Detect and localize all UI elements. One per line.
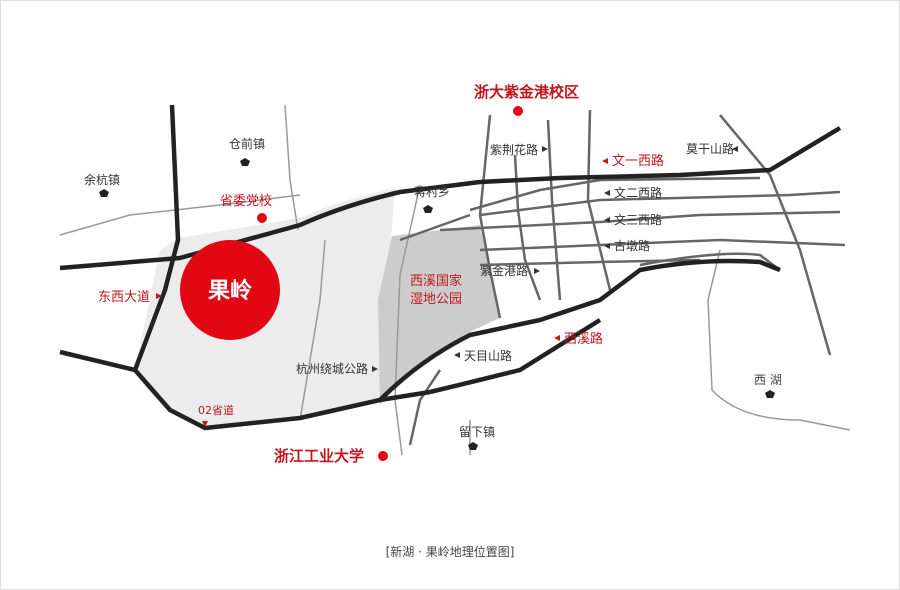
- xixi-wetland-area: [378, 225, 500, 405]
- wensan-arrow: [604, 217, 610, 223]
- cangqian-label: 仓前镇: [229, 136, 265, 151]
- grid-roads: [399, 109, 846, 446]
- cangqian-marker: [240, 158, 250, 166]
- prov02-arrow: [202, 421, 208, 427]
- tianmushan-road-label: 天目山路: [464, 348, 512, 363]
- wenyi-road-label: 文一西路: [612, 153, 664, 169]
- xixi-label-line2: 湿地公园: [410, 292, 462, 307]
- dongxi-road-label: 东西大道: [98, 290, 150, 305]
- wensan-road-label: 文三西路: [614, 212, 662, 227]
- zijinghua-road-label: 紫荆花路: [490, 142, 538, 157]
- guoling-logo-circle[interactable]: [180, 240, 280, 340]
- gudun-road-label: 古墩路: [614, 238, 650, 253]
- yuhang-label: 余杭镇: [84, 172, 120, 187]
- zijingang-label: 浙大紫金港校区: [474, 83, 579, 101]
- jiangcun-marker: [423, 205, 433, 213]
- zjut-marker[interactable]: [378, 451, 388, 461]
- ring-road-label: 杭州绕城公路: [296, 361, 368, 376]
- zijingang-rd-arrow: [534, 268, 540, 274]
- tianmushan-arrow: [454, 352, 460, 358]
- liuxia-label: 留下镇: [459, 425, 495, 439]
- ring-arrow: [372, 366, 378, 372]
- gudun-arrow: [604, 243, 610, 249]
- zijingang-marker[interactable]: [513, 106, 523, 116]
- guoling-logo-text: 果岭: [208, 278, 252, 304]
- xixi-label-line1: 西溪国家: [410, 273, 462, 289]
- road-arrow-markers: [372, 146, 738, 372]
- party-school-marker[interactable]: [257, 213, 267, 223]
- west-lake-label: 西 湖: [754, 372, 782, 387]
- west-lake-marker: [765, 390, 775, 398]
- jiangcun-label: 蒋村乡: [414, 185, 450, 199]
- yuhang-marker: [99, 189, 109, 197]
- red-road-arrows: [156, 158, 608, 427]
- main-roads: [59, 104, 842, 431]
- xixi-rd-arrow: [554, 335, 560, 341]
- dongxi-arrow: [156, 293, 162, 299]
- liuxia-marker: [468, 442, 478, 450]
- prov02-road-label: 02省道: [198, 403, 234, 417]
- zijinghua-arrow: [542, 146, 548, 152]
- party-school-label: 省委党校: [220, 193, 272, 209]
- town-markers: [99, 158, 775, 450]
- zijingang-road-label: 紫金港路: [480, 263, 528, 278]
- moganshan-arrow: [732, 146, 738, 152]
- zjut-label: 浙江工业大学: [274, 447, 364, 465]
- xixi-road-label: 西溪路: [564, 331, 603, 347]
- wener-arrow: [604, 190, 610, 196]
- map-caption: [新湖 · 果岭地理位置图]: [386, 544, 515, 559]
- wener-road-label: 文二西路: [614, 185, 662, 200]
- wenyi-arrow: [602, 158, 608, 164]
- moganshan-road-label: 莫干山路: [686, 141, 734, 156]
